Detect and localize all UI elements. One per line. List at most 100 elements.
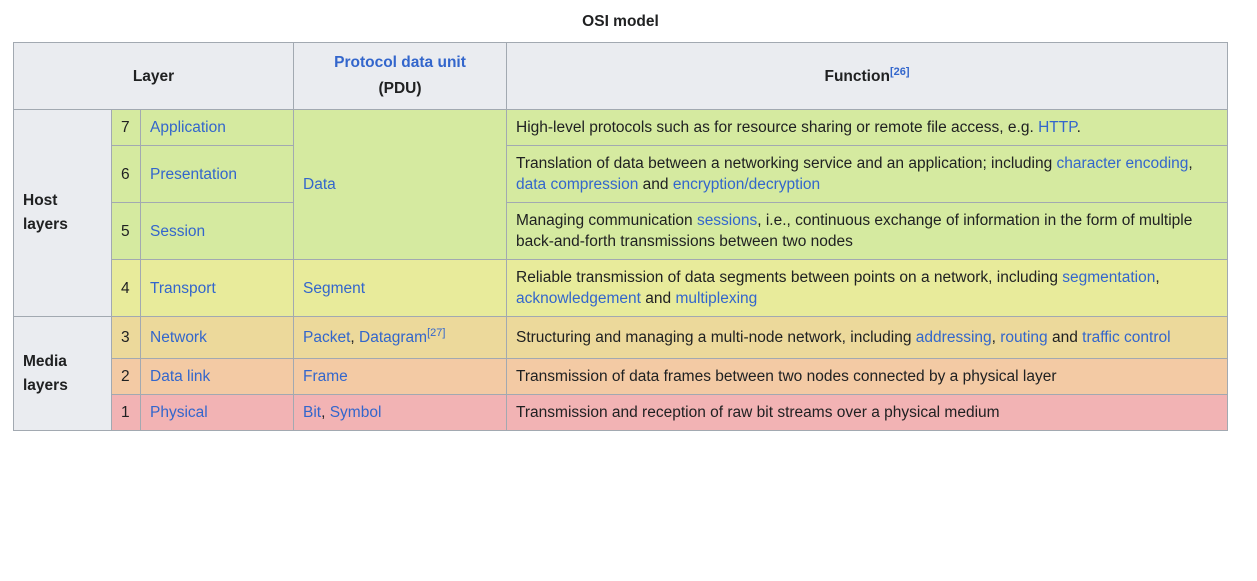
function-cell-layer-5: Managing communication sessions, i.e., c… <box>506 202 1228 260</box>
pdu-link-segment[interactable]: Segment <box>303 279 366 297</box>
inline-text: and <box>640 290 676 307</box>
table-row-layer-6: 6 Presentation Translation of data betwe… <box>14 145 1228 203</box>
inline-link[interactable]: routing <box>1000 329 1048 346</box>
header-cell-function: Function[26] <box>506 42 1228 110</box>
inline-text: Structuring and managing a multi-node ne… <box>516 329 916 346</box>
layer-number-3: 3 <box>111 316 141 359</box>
header-label-function: Function <box>824 67 890 85</box>
pdu-cell-bit-symbol: Bit, Symbol <box>293 394 507 431</box>
pdu-link-data[interactable]: Data <box>303 176 336 193</box>
inline-link[interactable]: HTTP <box>1038 119 1077 136</box>
inline-text: , <box>1188 155 1193 172</box>
table-header-row: Layer Protocol data unit (PDU) Function[… <box>13 42 1228 110</box>
inline-text: Reliable transmission of data segments b… <box>516 269 1063 286</box>
function-cell-layer-1: Transmission and reception of raw bit st… <box>506 394 1228 431</box>
group-label-media-line1: Media <box>23 352 67 370</box>
layer-name-link-presentation[interactable]: Presentation <box>150 165 238 183</box>
header-cell-layer: Layer <box>13 42 294 110</box>
layer-number-4: 4 <box>111 259 141 317</box>
group-label-media-line2: layers <box>23 376 68 394</box>
layer-name-cell-session: Session <box>140 202 294 260</box>
layer-number-5: 5 <box>111 202 141 260</box>
inline-link[interactable]: Bit <box>303 404 322 421</box>
layer-name-link-session[interactable]: Session <box>150 222 206 240</box>
inline-text: Translation of data between a networking… <box>516 155 1057 172</box>
pdu-cell-frame: Frame <box>293 358 507 395</box>
layer-name-cell-network: Network <box>140 316 294 359</box>
inline-text: , <box>350 329 360 346</box>
layer-name-link-application[interactable]: Application <box>150 119 226 136</box>
reference-marker-26[interactable]: [26] <box>890 65 910 77</box>
layer-name-link-physical[interactable]: Physical <box>150 404 208 421</box>
table-body: Host layers 7 Application Data High-leve… <box>13 109 1228 431</box>
function-cell-layer-6: Translation of data between a networking… <box>506 145 1228 203</box>
function-text-layer-1: Transmission and reception of raw bit st… <box>516 404 1000 421</box>
reference-marker[interactable]: [27] <box>427 327 445 339</box>
inline-link[interactable]: multiplexing <box>675 290 758 307</box>
group-label-host-line2: layers <box>23 216 68 233</box>
function-cell-layer-4: Reliable transmission of data segments b… <box>506 259 1228 317</box>
pdu-text-packet-datagram: Packet, Datagram[27] <box>303 327 445 346</box>
layer-name-link-data-link[interactable]: Data link <box>150 368 211 385</box>
header-cell-pdu: Protocol data unit (PDU) <box>293 42 507 110</box>
reference-link[interactable]: [27] <box>427 326 446 339</box>
pdu-cell-packet-datagram: Packet, Datagram[27] <box>293 316 507 359</box>
function-text-layer-6: Translation of data between a networking… <box>516 155 1193 193</box>
function-cell-layer-3: Structuring and managing a multi-node ne… <box>506 316 1228 359</box>
pdu-cell-segment: Segment <box>293 259 507 317</box>
layer-name-link-transport[interactable]: Transport <box>150 279 216 297</box>
layer-name-cell-data-link: Data link <box>140 358 294 395</box>
inline-link[interactable]: addressing <box>915 329 992 346</box>
inline-text: , i.e., continuous exchange of informati… <box>516 212 1193 250</box>
table-head: Layer Protocol data unit (PDU) Function[… <box>13 42 1228 110</box>
inline-text: , <box>1155 269 1160 286</box>
inline-link[interactable]: data compression <box>516 176 639 193</box>
inline-text: High-level protocols such as for resourc… <box>516 119 1039 136</box>
inline-link[interactable]: character encoding <box>1056 155 1189 172</box>
layer-number-6: 6 <box>111 145 141 203</box>
inline-link[interactable]: Datagram <box>359 329 428 346</box>
header-label-layer: Layer <box>132 67 175 85</box>
inline-link[interactable]: segmentation <box>1062 269 1156 286</box>
function-text-layer-7: High-level protocols such as for resourc… <box>516 119 1081 136</box>
layer-name-link-network[interactable]: Network <box>150 329 207 346</box>
function-text-layer-4: Reliable transmission of data segments b… <box>516 269 1160 307</box>
header-link-protocol-data-unit[interactable]: Protocol data unit <box>334 54 466 71</box>
inline-text: and <box>1047 329 1083 346</box>
pdu-text-bit-symbol: Bit, Symbol <box>303 404 381 421</box>
inline-link[interactable]: acknowledgement <box>516 290 641 307</box>
inline-link[interactable]: encryption/decryption <box>672 176 821 193</box>
pdu-cell-data: Data <box>293 109 507 260</box>
function-text-layer-3: Structuring and managing a multi-node ne… <box>516 329 1171 346</box>
layer-number-1: 1 <box>111 394 141 431</box>
table-row-layer-5: 5 Session Managing communication session… <box>14 202 1228 260</box>
function-cell-layer-2: Transmission of data frames between two … <box>506 358 1228 395</box>
inline-text: Managing communication <box>516 212 697 229</box>
layer-name-cell-application: Application <box>140 109 294 146</box>
osi-model-table: Layer Protocol data unit (PDU) Function[… <box>13 42 1228 431</box>
inline-link[interactable]: Symbol <box>329 404 382 421</box>
group-label-host-line1: Host <box>23 192 58 209</box>
inline-text: Transmission of data frames between two … <box>516 368 1057 385</box>
inline-link[interactable]: traffic control <box>1082 329 1171 346</box>
function-text-layer-2: Transmission of data frames between two … <box>516 368 1057 385</box>
inline-link[interactable]: sessions <box>696 212 758 229</box>
table-row-layer-4: 4 Transport Segment Reliable transmissio… <box>14 259 1228 317</box>
layer-name-cell-presentation: Presentation <box>140 145 294 203</box>
layer-number-7: 7 <box>111 109 141 146</box>
reference-link-26[interactable]: [26] <box>889 65 910 78</box>
table-caption: OSI model <box>582 13 659 30</box>
table-row-layer-1: 1 Physical Bit, Symbol Transmission and … <box>14 394 1228 431</box>
inline-text: and <box>638 176 673 193</box>
layer-name-cell-transport: Transport <box>140 259 294 317</box>
table-row-layer-2: 2 Data link Frame Transmission of data f… <box>14 358 1228 395</box>
group-cell-host-layers: Host layers <box>13 109 112 317</box>
layer-name-cell-physical: Physical <box>140 394 294 431</box>
header-label-pdu-abbrev: (PDU) <box>378 80 422 97</box>
pdu-link-frame[interactable]: Frame <box>303 368 348 385</box>
inline-link[interactable]: Packet <box>303 329 351 346</box>
inline-text: , <box>991 329 1001 346</box>
layer-number-2: 2 <box>111 358 141 395</box>
table-row-layer-7: Host layers 7 Application Data High-leve… <box>13 109 1228 317</box>
